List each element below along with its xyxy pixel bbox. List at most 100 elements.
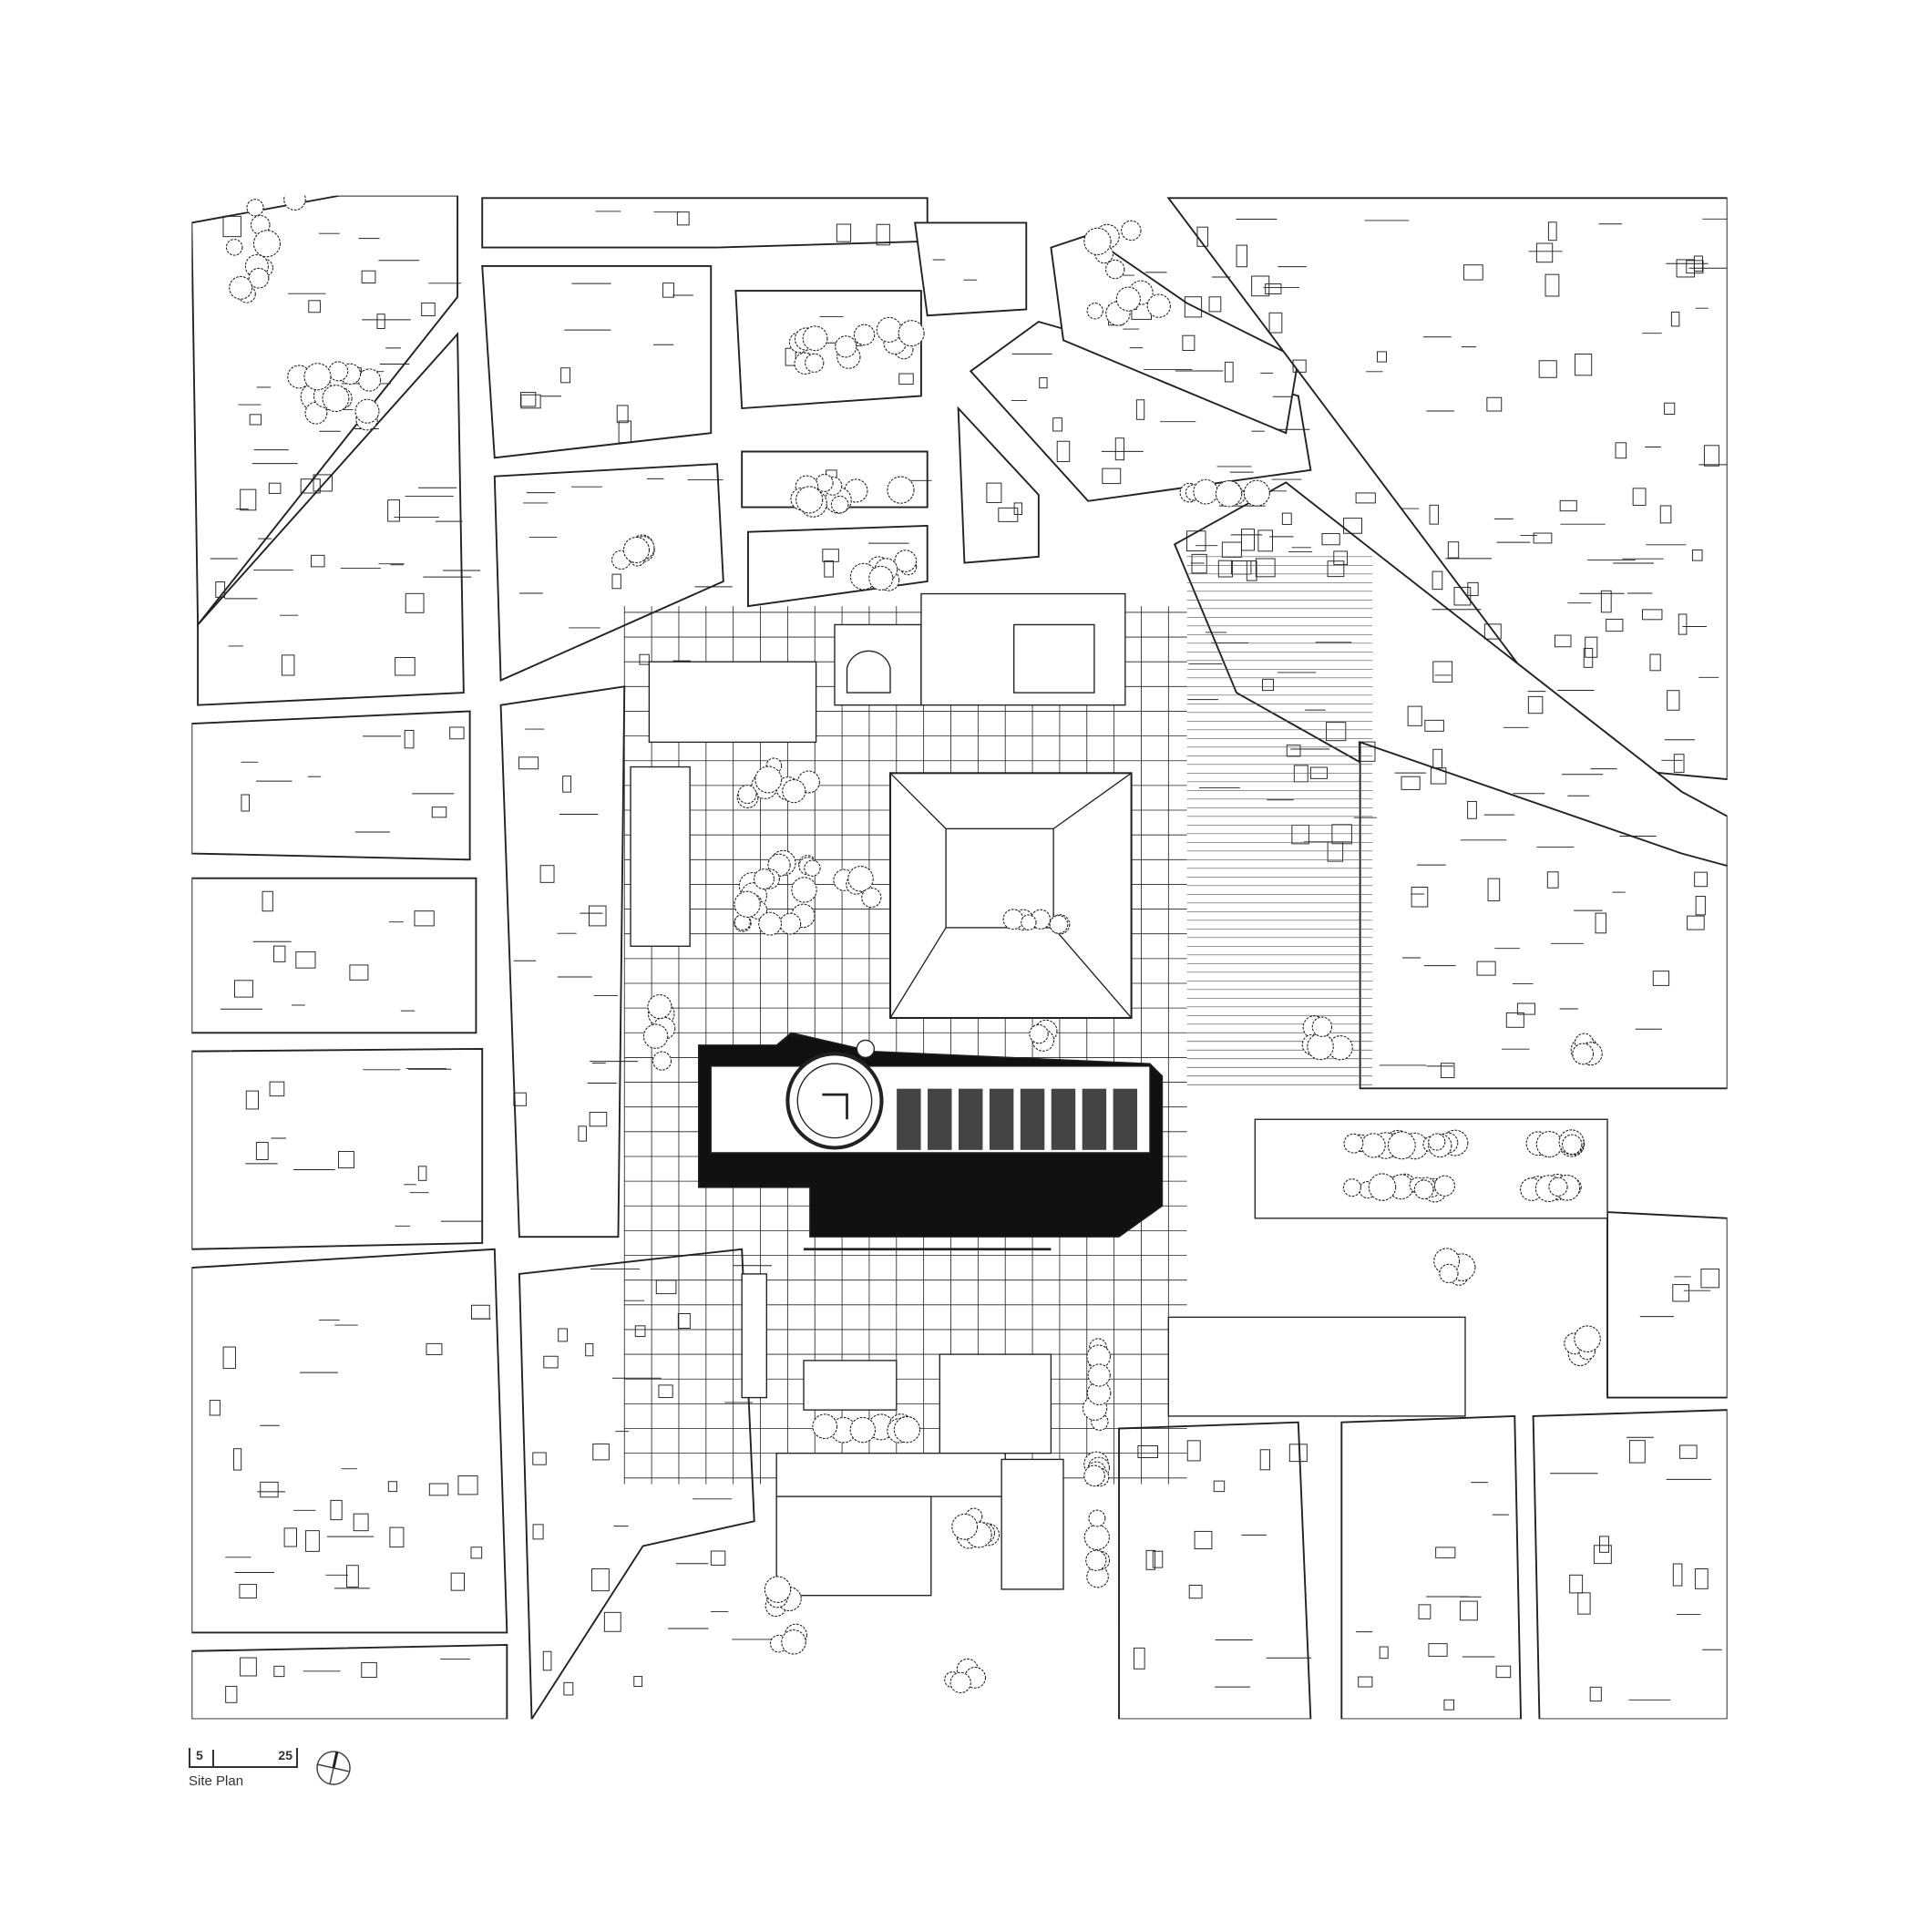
city-block <box>499 685 626 1238</box>
building-footprint <box>1286 745 1301 757</box>
building-footprint <box>395 657 416 676</box>
building-footprint <box>1246 560 1257 581</box>
building-footprint <box>1487 878 1501 901</box>
city-block <box>481 265 713 459</box>
tree <box>1561 1134 1583 1156</box>
tree <box>1574 1325 1601 1352</box>
tree <box>804 859 821 877</box>
building-footprint <box>225 1685 238 1703</box>
roof-bay <box>927 1087 953 1151</box>
scale-end-label: 25 <box>278 1748 292 1762</box>
building-footprint <box>330 1499 343 1521</box>
building-footprint <box>1467 581 1479 597</box>
building-footprint <box>414 910 435 927</box>
building-footprint <box>1649 653 1661 672</box>
building-footprint <box>1182 334 1196 352</box>
building-footprint <box>1241 529 1255 551</box>
tree <box>898 320 925 347</box>
city-block <box>197 332 465 706</box>
tree <box>248 267 270 289</box>
building-footprint <box>676 211 690 226</box>
building-footprint <box>1191 553 1207 574</box>
roof-bay <box>958 1087 984 1151</box>
building-footprint <box>1135 399 1145 420</box>
building-footprint <box>1599 1536 1610 1553</box>
building-footprint <box>836 223 852 242</box>
building-footprint <box>1559 499 1577 512</box>
building-footprint <box>300 478 321 494</box>
building-footprint <box>1327 841 1344 862</box>
building-footprint <box>591 1568 610 1592</box>
building-footprint <box>1547 221 1557 242</box>
building-footprint <box>1102 468 1122 485</box>
building-footprint <box>1213 1480 1226 1493</box>
tree <box>782 779 806 804</box>
roof-bay <box>1081 1087 1107 1151</box>
building-footprint <box>592 1443 610 1461</box>
trees <box>225 195 1603 1694</box>
tree <box>779 912 802 935</box>
building-footprint <box>986 482 1002 503</box>
building-footprint <box>1632 488 1647 506</box>
building-footprint <box>305 1530 320 1552</box>
scale-tick <box>212 1750 214 1766</box>
city-block <box>914 221 1028 317</box>
north-building <box>630 592 1126 947</box>
building-footprint <box>240 488 257 511</box>
building-footprint <box>1152 1550 1164 1568</box>
tree <box>951 1513 979 1540</box>
building-footprint <box>1281 512 1292 525</box>
building-footprint <box>1678 613 1688 635</box>
building-footprint <box>426 1342 443 1355</box>
tree <box>1572 1043 1595 1065</box>
building-footprint <box>1424 719 1444 732</box>
building-footprint <box>1538 360 1557 378</box>
tree <box>758 911 783 936</box>
tree <box>647 994 672 1020</box>
tree <box>1413 1179 1434 1200</box>
building-footprint <box>578 1125 587 1142</box>
building-footprint <box>1615 442 1627 459</box>
building-footprint <box>457 1475 478 1495</box>
city-block <box>518 1248 755 1720</box>
building-footprint <box>1659 505 1672 524</box>
tree <box>1193 478 1219 505</box>
building-footprint <box>295 951 316 969</box>
tree <box>1105 259 1125 280</box>
building-footprint <box>1435 1547 1456 1558</box>
building-footprint <box>611 573 621 590</box>
building-footprint <box>1585 636 1598 658</box>
tree <box>1021 914 1037 930</box>
building-footprint <box>1505 1012 1524 1028</box>
building-footprint <box>1208 296 1222 313</box>
building-footprint <box>1447 541 1460 559</box>
building-footprint <box>1186 1440 1201 1462</box>
tree <box>303 363 332 391</box>
tree <box>1087 1363 1111 1387</box>
building-footprint <box>1554 634 1572 648</box>
tree <box>849 1416 877 1444</box>
tree <box>1360 1133 1386 1158</box>
city-block <box>1173 481 1728 868</box>
building-footprint <box>283 1527 297 1547</box>
building-footprint <box>898 373 914 385</box>
city-block <box>1606 1211 1728 1399</box>
building-footprint <box>1236 244 1247 268</box>
building-footprint <box>1430 767 1447 785</box>
tree <box>835 335 857 358</box>
scale-start-label: 5 <box>196 1748 203 1762</box>
building-footprint <box>349 964 369 981</box>
building-footprint <box>1379 1646 1389 1660</box>
tree <box>1002 909 1024 930</box>
city-block <box>1359 741 1728 1090</box>
tree <box>622 536 651 564</box>
building-footprint <box>273 945 286 962</box>
building-footprint <box>1686 260 1704 274</box>
building-footprint <box>1569 1574 1584 1594</box>
building-footprint <box>1188 1585 1203 1599</box>
building-footprint <box>376 313 385 329</box>
building-footprint <box>618 420 631 444</box>
building-footprint <box>1546 871 1559 889</box>
building-footprint <box>1694 871 1709 888</box>
